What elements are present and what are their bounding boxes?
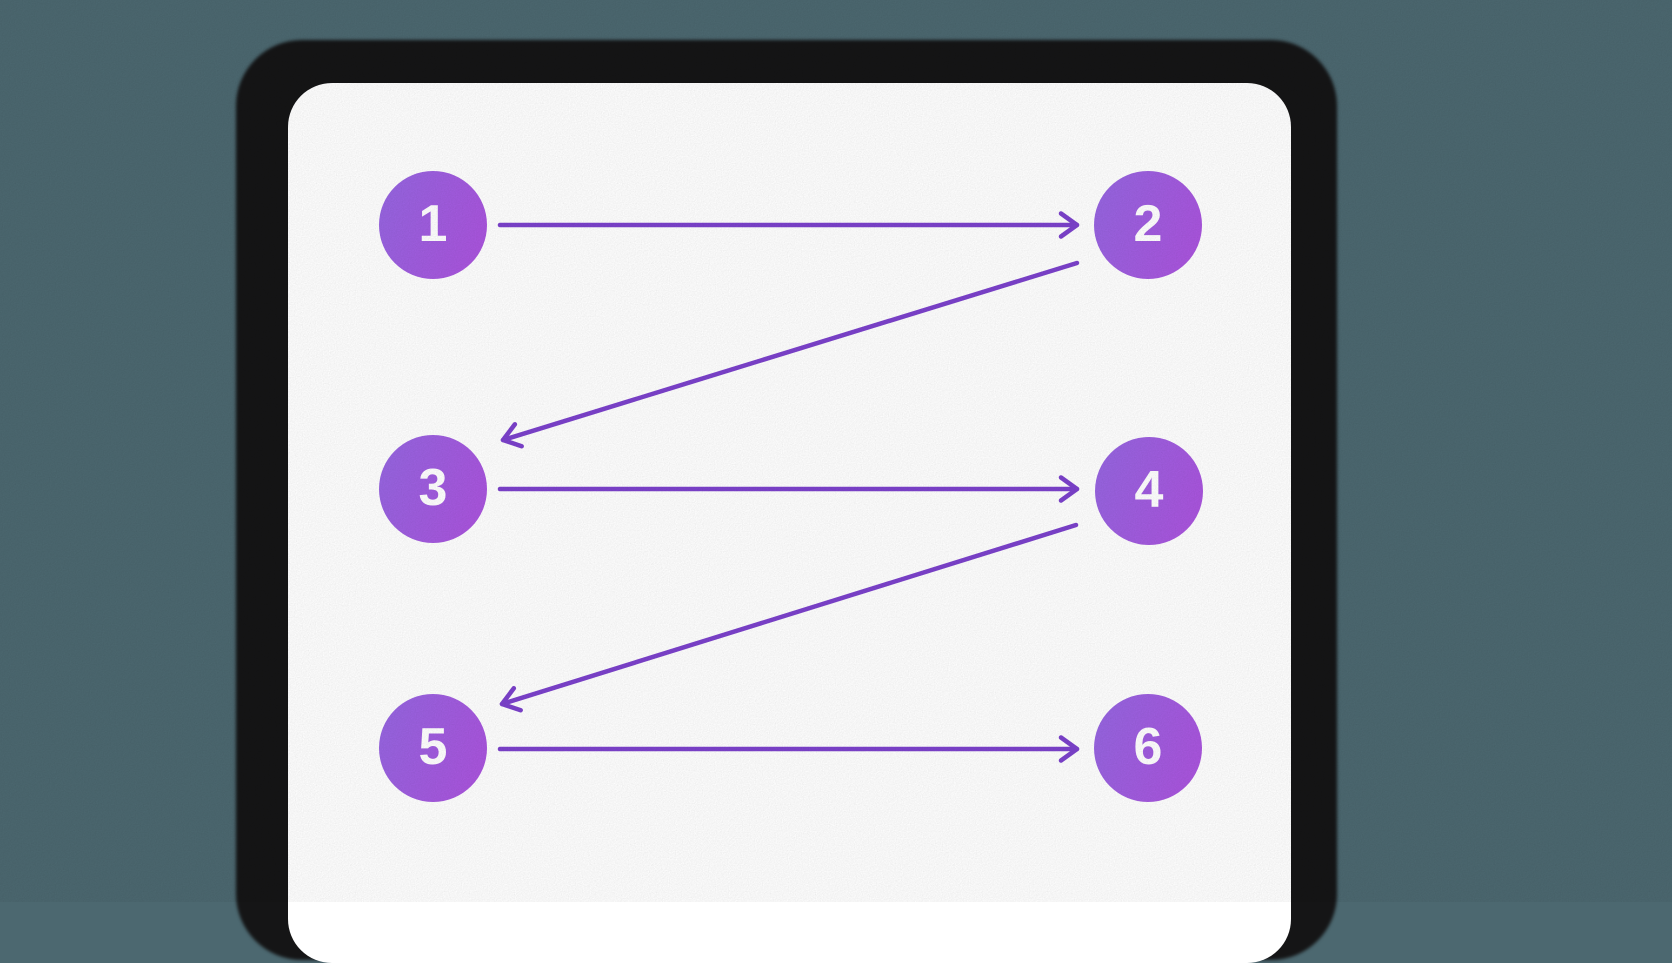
node-circle-5: 5 xyxy=(379,694,487,802)
node-number: 1 xyxy=(418,195,448,253)
node-number: 6 xyxy=(1133,718,1163,776)
node-number: 4 xyxy=(1134,461,1164,519)
node-circle-1: 1 xyxy=(379,171,487,279)
node-circle-4: 4 xyxy=(1095,437,1203,545)
node-circle-6: 6 xyxy=(1094,694,1202,802)
node-circle-3: 3 xyxy=(379,435,487,543)
node-number: 3 xyxy=(418,459,448,517)
node-number: 2 xyxy=(1133,195,1163,253)
node-number: 5 xyxy=(418,718,448,776)
node-circle-2: 2 xyxy=(1094,171,1202,279)
